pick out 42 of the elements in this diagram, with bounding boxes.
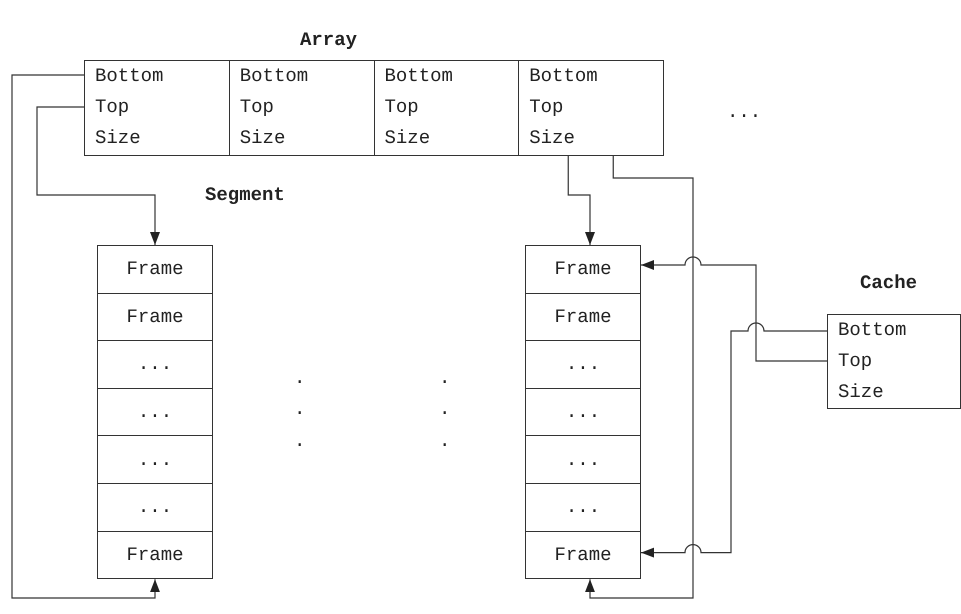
array-cell: [84, 60, 230, 156]
continuation-dot: .: [294, 431, 306, 451]
stack-frame: Frame: [97, 292, 213, 342]
continuation-dot: .: [439, 399, 450, 419]
field-label: Size: [94, 126, 141, 151]
continuation-dot: .: [294, 368, 306, 388]
arrow: [641, 322, 827, 558]
field-label: Size: [238, 126, 286, 151]
stack-frame: ...: [97, 388, 213, 436]
field-label: Bottom: [384, 64, 453, 89]
continuation-dot: .: [294, 399, 306, 419]
field-label: Top: [384, 95, 419, 120]
field-label: Bottom: [837, 318, 906, 343]
array-cell: [518, 60, 664, 156]
array-heading: Array: [300, 29, 358, 51]
arrow: [641, 256, 827, 362]
field-label: Top: [238, 95, 274, 120]
array-cell: [228, 60, 374, 156]
stack-frame: ...: [97, 435, 213, 484]
continuation-dot: .: [439, 431, 450, 451]
arrow: [36, 106, 160, 245]
array-cell: [374, 60, 520, 156]
field-label: Bottom: [528, 64, 598, 89]
field-label: Bottom: [238, 64, 308, 89]
field-label: Top: [94, 95, 130, 120]
stack-frame: Frame: [97, 245, 213, 294]
stack-frame: ...: [97, 340, 213, 389]
arrow: [585, 156, 694, 599]
stack-frame: ...: [97, 483, 213, 532]
cache-heading: Cache: [860, 272, 918, 294]
arrow: [568, 156, 595, 245]
continuation-dot: .: [439, 368, 450, 388]
stack-frame: Frame: [97, 530, 213, 580]
field-label: Size: [528, 126, 575, 151]
field-label: Size: [837, 380, 884, 405]
field-label: Top: [837, 349, 872, 374]
field-label: Top: [528, 95, 564, 120]
field-label: Bottom: [94, 64, 164, 89]
ellipsis-label: ...: [727, 102, 762, 122]
arrow: [11, 74, 160, 599]
field-label: Size: [384, 126, 430, 151]
segment-heading: Segment: [205, 184, 285, 206]
